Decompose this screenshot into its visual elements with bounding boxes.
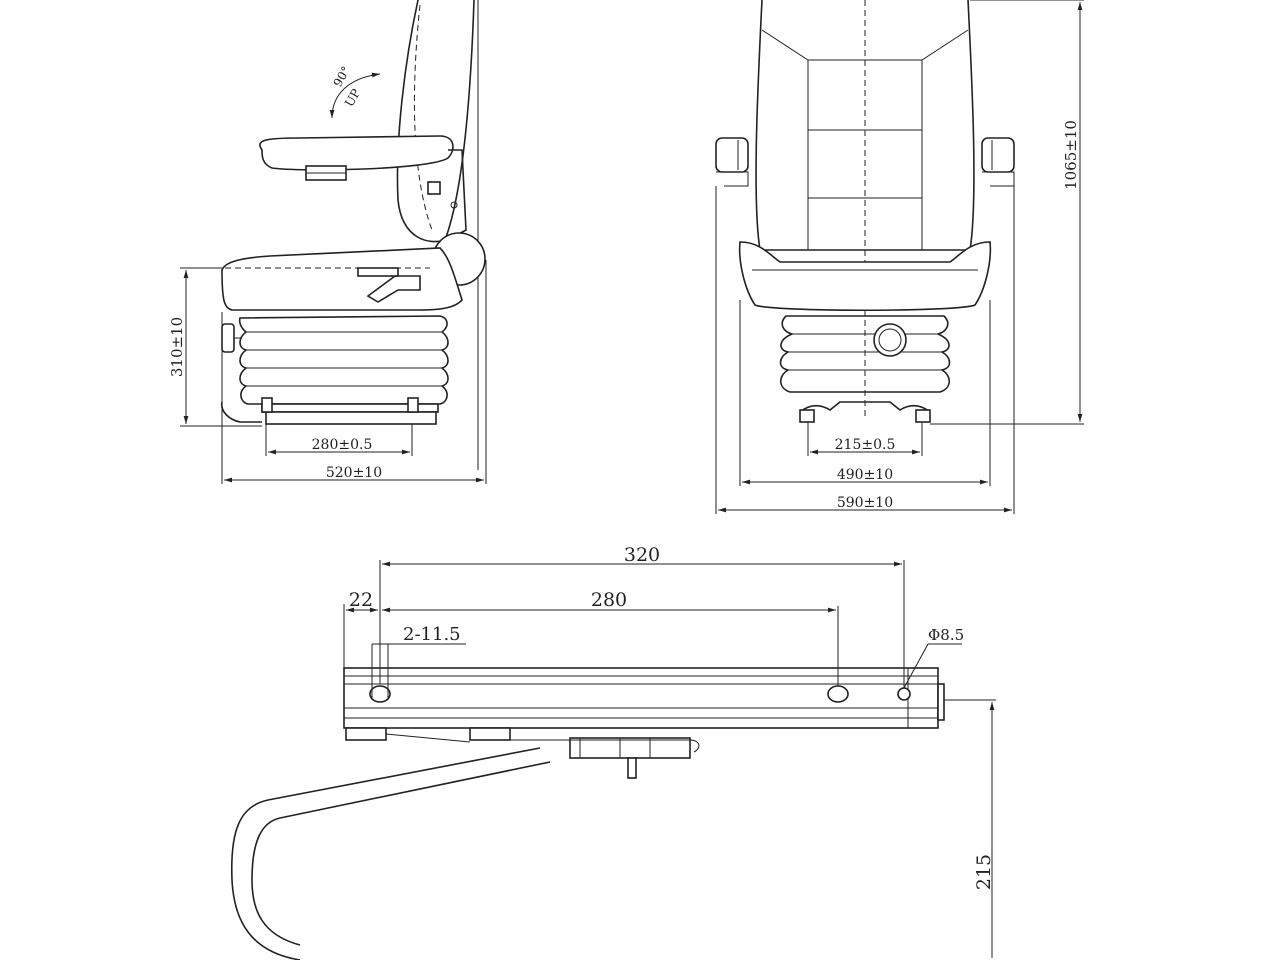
front-armrest-left bbox=[715, 137, 749, 173]
dim-overall-width-590: 590±10 bbox=[715, 186, 1015, 514]
dim-seat-width-text: 490±10 bbox=[837, 467, 893, 483]
side-seat-cushion bbox=[221, 247, 463, 311]
hole-diameter-callout: Φ8.5 bbox=[903, 626, 964, 689]
dim-total-height-text: 1065±10 bbox=[1062, 120, 1080, 190]
slot-hole-right bbox=[827, 685, 849, 703]
slot-hole-left bbox=[369, 685, 391, 703]
dim-height-310: 310±10 bbox=[168, 267, 262, 427]
dim-seat-width-490: 490±10 bbox=[739, 300, 991, 486]
dim-spacing-280: 280 bbox=[382, 589, 839, 686]
tilt-direction-label: UP bbox=[342, 86, 363, 109]
mount-hole bbox=[897, 687, 911, 701]
side-backrest bbox=[396, 0, 475, 243]
front-seat-cushion bbox=[738, 241, 992, 312]
dim-rail-280: 280±0.5 bbox=[265, 424, 413, 456]
front-armrest-right bbox=[981, 137, 1015, 173]
side-armrest bbox=[259, 135, 454, 171]
slider-handle-bar bbox=[230, 747, 541, 961]
slider-rail bbox=[343, 667, 939, 729]
dim-height-text: 310±10 bbox=[168, 317, 186, 377]
front-view: 1065±10 215±0.5 490±10 590±10 bbox=[715, 0, 1084, 514]
side-view: 90° UP 310±10 280±0.5 520±10 bbox=[168, 0, 487, 484]
side-bellows bbox=[238, 315, 449, 405]
slot-spec-text: 2-11.5 bbox=[403, 624, 461, 645]
dim-offset-text: 22 bbox=[349, 589, 373, 611]
dim-offset-22: 22 bbox=[343, 589, 378, 668]
front-bellows bbox=[779, 315, 951, 393]
dim-handle-215: 215 bbox=[944, 699, 996, 958]
dim-spacing-text: 280 bbox=[591, 589, 627, 611]
dim-total-height-1065: 1065±10 bbox=[930, 0, 1084, 425]
slider-detail: 320 280 22 2-11.5 Φ8.5 bbox=[230, 544, 996, 961]
dim-overall-width-text: 590±10 bbox=[837, 495, 893, 511]
dim-overall-text: 320 bbox=[624, 544, 660, 566]
tilt-angle-label: 90° bbox=[331, 64, 354, 89]
slot-spec-callout: 2-11.5 bbox=[371, 624, 466, 700]
dim-depth-text: 520±10 bbox=[326, 465, 382, 481]
dim-overall-320: 320 bbox=[379, 544, 905, 688]
hole-diameter-text: Φ8.5 bbox=[928, 626, 964, 644]
dim-handle-text: 215 bbox=[973, 854, 995, 890]
dim-mount-text: 215±0.5 bbox=[835, 437, 896, 453]
dim-rail-text: 280±0.5 bbox=[312, 437, 373, 453]
dim-depth-520: 520±10 bbox=[221, 260, 487, 484]
dim-mount-215: 215±0.5 bbox=[807, 422, 923, 456]
